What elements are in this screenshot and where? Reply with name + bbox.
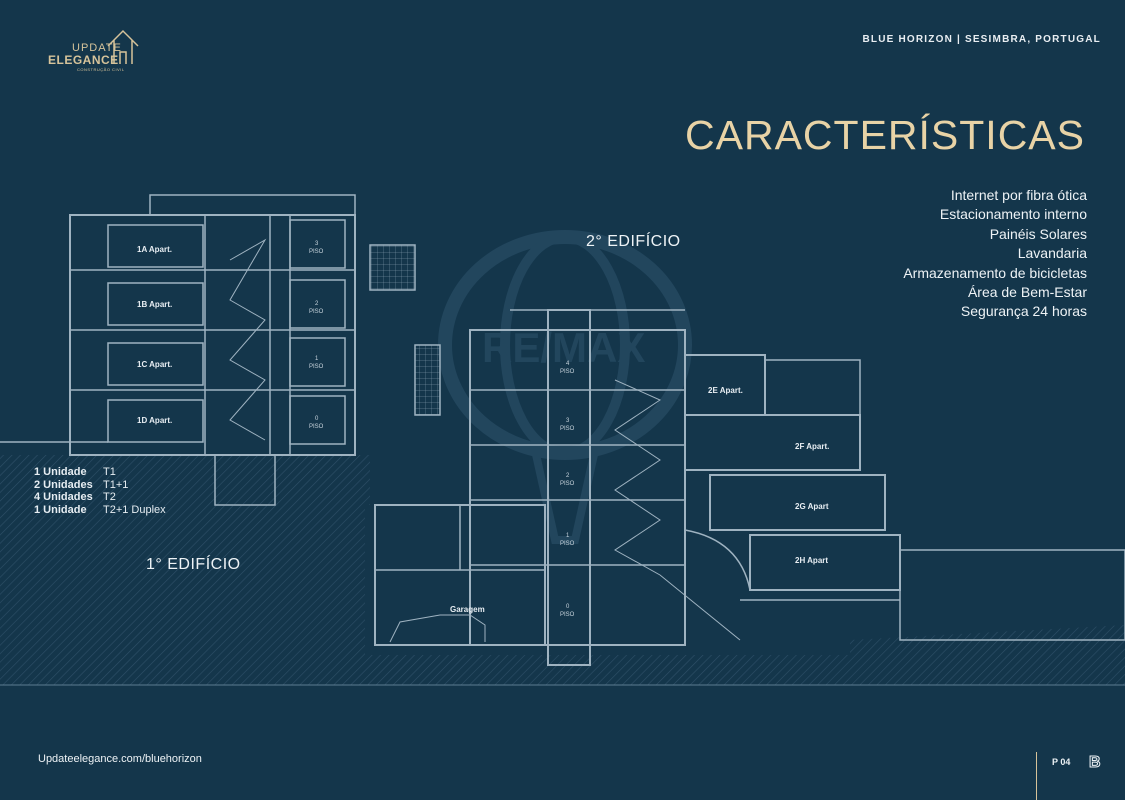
- floor-number: 4: [566, 361, 570, 367]
- location-header: BLUE HORIZON | SESIMBRA, PORTUGAL: [862, 34, 1101, 45]
- floor-number: 0: [566, 604, 570, 610]
- floor-number: 0: [315, 416, 319, 422]
- unit-count: 2 Unidades: [34, 478, 93, 491]
- unit-count: 1 Unidade: [34, 503, 87, 516]
- feature-item: Área de Bem-Estar: [967, 284, 1087, 301]
- brand-tagline: CONSTRUÇÃO CIVIL: [77, 67, 125, 72]
- floor-number: 1: [315, 356, 319, 362]
- floor-word: PISO: [560, 541, 575, 547]
- floor-word: PISO: [560, 612, 575, 618]
- brand-logo: UPDATE ELEGANCE CONSTRUÇÃO CIVIL: [44, 26, 144, 76]
- floor-word: PISO: [309, 364, 324, 370]
- svg-text:B: B: [1089, 754, 1101, 771]
- feature-item: Painéis Solares: [989, 225, 1087, 242]
- website-link[interactable]: Updateelegance.com/bluehorizon: [38, 753, 202, 765]
- room-labels: 1A Apart. 1B Apart. 1C Apart. 1D Apart. …: [137, 245, 829, 614]
- unit-row: 2 Unidades T1+1: [34, 479, 166, 492]
- first-building-label: 1° EDIFÍCIO: [146, 556, 241, 573]
- features-list: Internet por fibra ótica Estacionamento …: [903, 186, 1087, 322]
- second-building-label: 2° EDIFÍCIO: [586, 233, 681, 250]
- footer-divider: [1036, 752, 1037, 800]
- unit-row: 1 Unidade T1: [34, 466, 166, 479]
- floor-word: PISO: [560, 369, 575, 375]
- floor-word: PISO: [309, 309, 324, 315]
- room-2h: 2H Apart: [795, 556, 828, 565]
- feature-item: Lavandaria: [1017, 245, 1087, 262]
- brand-line2: ELEGANCE: [48, 53, 119, 67]
- unit-count: 1 Unidade: [34, 466, 87, 478]
- unit-type: T2+1 Duplex: [103, 503, 166, 516]
- page-title: CARACTERÍSTICAS: [685, 112, 1085, 158]
- room-garage: Garagem: [450, 605, 485, 614]
- room-1b: 1B Apart.: [137, 300, 172, 309]
- unit-row: 1 Unidade T2+1 Duplex: [34, 504, 166, 517]
- room-1a: 1A Apart.: [137, 245, 172, 254]
- unit-row: 4 Unidades T2: [34, 491, 166, 504]
- floor-number: 2: [566, 473, 570, 479]
- floor-markers: 3 PISO 2 PISO 1 PISO 0 PISO 4 PISO 3 PIS…: [309, 241, 575, 618]
- floor-word: PISO: [560, 426, 575, 432]
- room-2f: 2F Apart.: [795, 442, 829, 451]
- room-1d: 1D Apart.: [137, 416, 172, 425]
- page-number: P 04: [1052, 757, 1071, 767]
- second-building: [469, 309, 1125, 666]
- floor-word: PISO: [309, 424, 324, 430]
- feature-item: Estacionamento interno: [939, 206, 1087, 223]
- room-1c: 1C Apart.: [137, 360, 172, 369]
- feature-item: Segurança 24 horas: [960, 303, 1087, 320]
- floor-word: PISO: [309, 249, 324, 255]
- unit-type: T2: [103, 491, 116, 503]
- watermark-balloon: RE/MAX: [438, 230, 692, 544]
- monogram-icon: B: [1089, 754, 1102, 772]
- unit-type: T1+1: [103, 478, 129, 491]
- room-2e: 2E Apart.: [708, 386, 743, 395]
- watermark-text: RE/MAX: [482, 324, 645, 371]
- floor-number: 3: [315, 241, 319, 247]
- floor-number: 2: [315, 301, 319, 307]
- first-building: [0, 194, 546, 646]
- feature-item: Armazenamento de bicicletas: [903, 264, 1087, 281]
- floor-word: PISO: [560, 481, 575, 487]
- floor-number: 1: [566, 533, 570, 539]
- feature-item: Internet por fibra ótica: [950, 187, 1087, 203]
- unit-count: 4 Unidades: [34, 491, 93, 503]
- room-2g: 2G Apart: [795, 502, 829, 511]
- house-logo-icon: [107, 29, 139, 64]
- ground-hatch: [0, 455, 1125, 686]
- brand-line1: UPDATE: [72, 42, 122, 54]
- floor-number: 3: [566, 418, 570, 424]
- unit-type: T1: [103, 466, 116, 478]
